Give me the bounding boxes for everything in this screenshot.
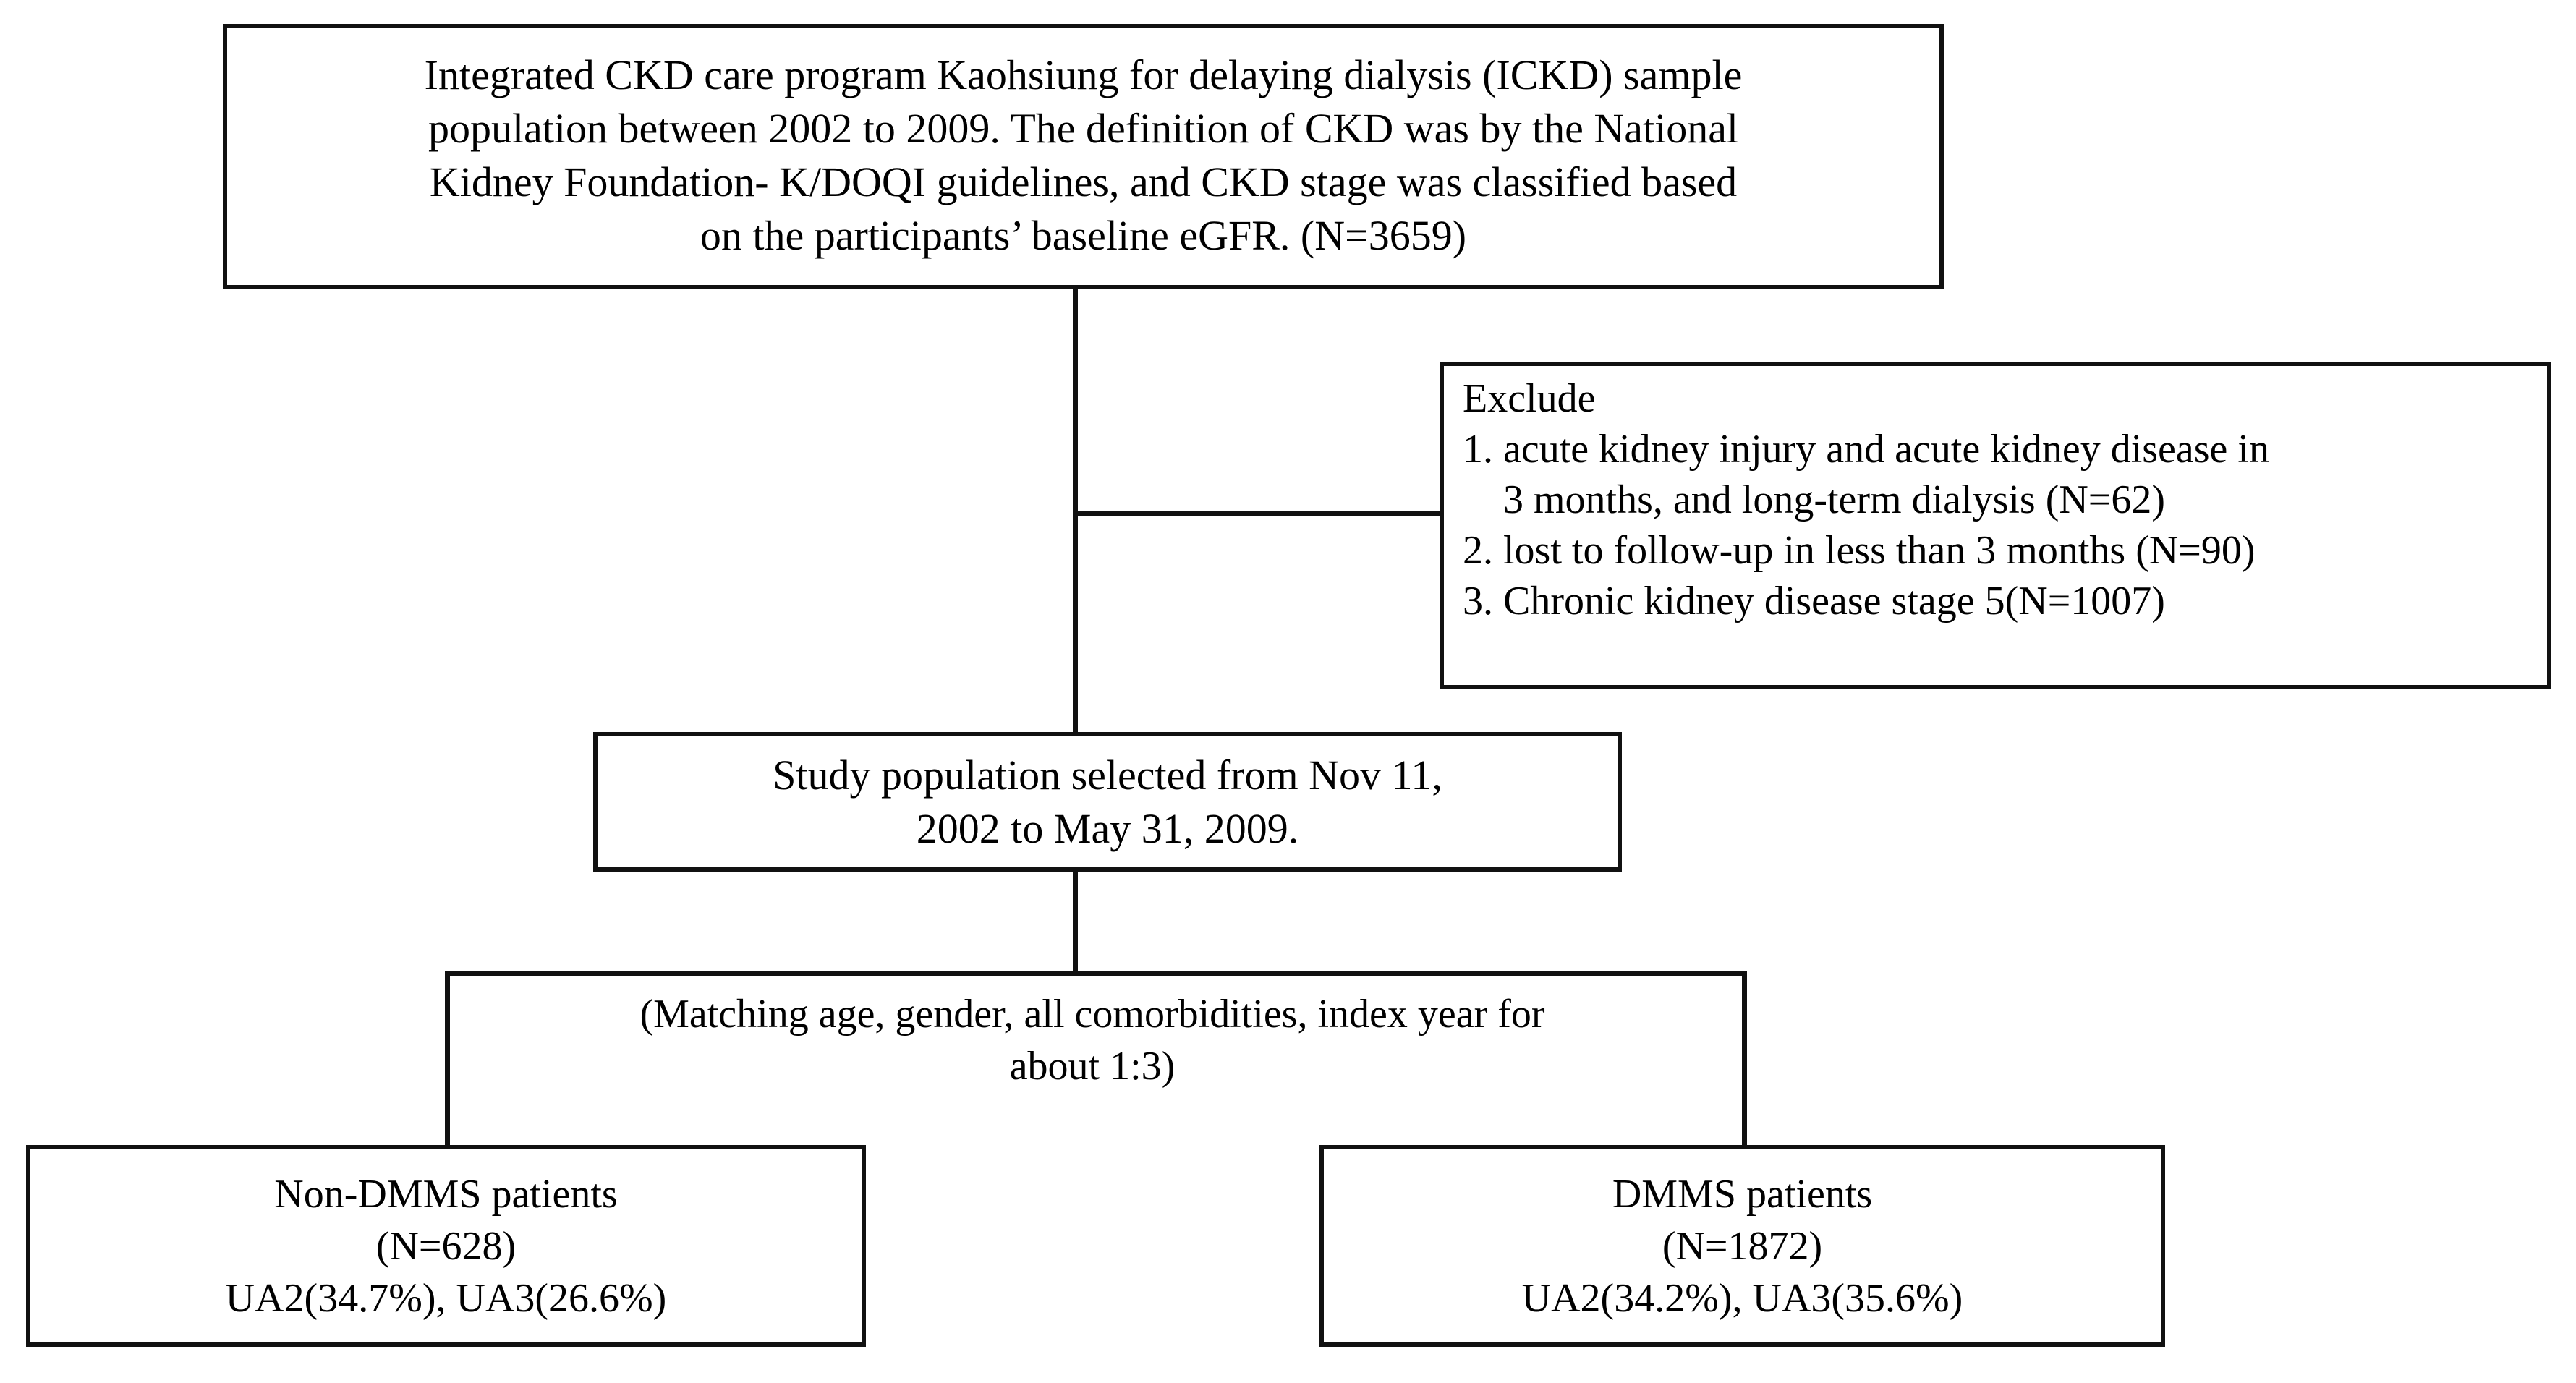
dmms-ua-percentages: UA2(34.2%), UA3(35.6%): [1521, 1275, 1963, 1321]
study-population-box: Study population selected from Nov 11, 2…: [593, 732, 1622, 872]
non-dmms-title: Non-DMMS patients: [274, 1171, 618, 1217]
connector-trunk-to-exclude: [1073, 511, 1443, 516]
exclude-item-1-continuation: 3 months, and long-term dialysis (N=62): [1503, 477, 2166, 522]
study-line-1: Study population selected from Nov 11,: [773, 751, 1442, 799]
exclude-heading: Exclude: [1463, 376, 1596, 421]
matching-line-2: index year for about 1:3): [1009, 992, 1545, 1089]
connector-study-to-split: [1073, 870, 1078, 976]
exclude-item-3-text: Chronic kidney disease stage 5(N=1007): [1503, 579, 2165, 624]
exclusion-criteria-box: Exclude 1. acute kidney injury and acute…: [1440, 362, 2551, 689]
connector-split-bar: [445, 971, 1747, 976]
exclude-item-1: 1. acute kidney injury and acute kidney …: [1463, 424, 2528, 475]
connector-split-to-dmms: [1742, 971, 1747, 1148]
exclude-item-2-text: lost to follow-up in less than 3 months …: [1503, 528, 2256, 573]
dmms-group-box: DMMS patients (N=1872) UA2(34.2%), UA3(3…: [1319, 1145, 2165, 1347]
exclude-item-1-number: 1.: [1463, 427, 1493, 472]
non-dmms-ua-percentages: UA2(34.7%), UA3(26.6%): [225, 1275, 667, 1321]
exclude-item-1-text: acute kidney injury and acute kidney dis…: [1503, 427, 2269, 472]
exclude-item-2: 2. lost to follow-up in less than 3 mont…: [1463, 525, 2528, 576]
non-dmms-count: (N=628): [375, 1223, 517, 1269]
matching-line-1: (Matching age, gender, all comorbidities…: [639, 992, 1308, 1037]
source-line-1: Integrated CKD care program Kaohsiung fo…: [424, 51, 1743, 98]
source-line-4: on the participants’ baseline eGFR. (N=3…: [700, 211, 1467, 259]
study-line-2: 2002 to May 31, 2009.: [916, 804, 1299, 852]
non-dmms-group-box: Non-DMMS patients (N=628) UA2(34.7%), UA…: [26, 1145, 866, 1347]
connector-split-to-non-dmms: [445, 971, 450, 1148]
source-line-3: Kidney Foundation- K/DOQI guidelines, an…: [429, 158, 1738, 205]
exclude-item-3: 3. Chronic kidney disease stage 5(N=1007…: [1463, 576, 2528, 626]
matching-criteria-label: (Matching age, gender, all comorbidities…: [622, 988, 1563, 1092]
source-population-box: Integrated CKD care program Kaohsiung fo…: [223, 24, 1944, 289]
exclude-item-2-number: 2.: [1463, 528, 1493, 573]
dmms-title: DMMS patients: [1612, 1171, 1873, 1217]
source-line-2: population between 2002 to 2009. The def…: [428, 104, 1739, 152]
exclude-item-3-number: 3.: [1463, 579, 1493, 624]
connector-source-to-study: [1073, 288, 1078, 733]
dmms-count: (N=1872): [1662, 1223, 1823, 1269]
